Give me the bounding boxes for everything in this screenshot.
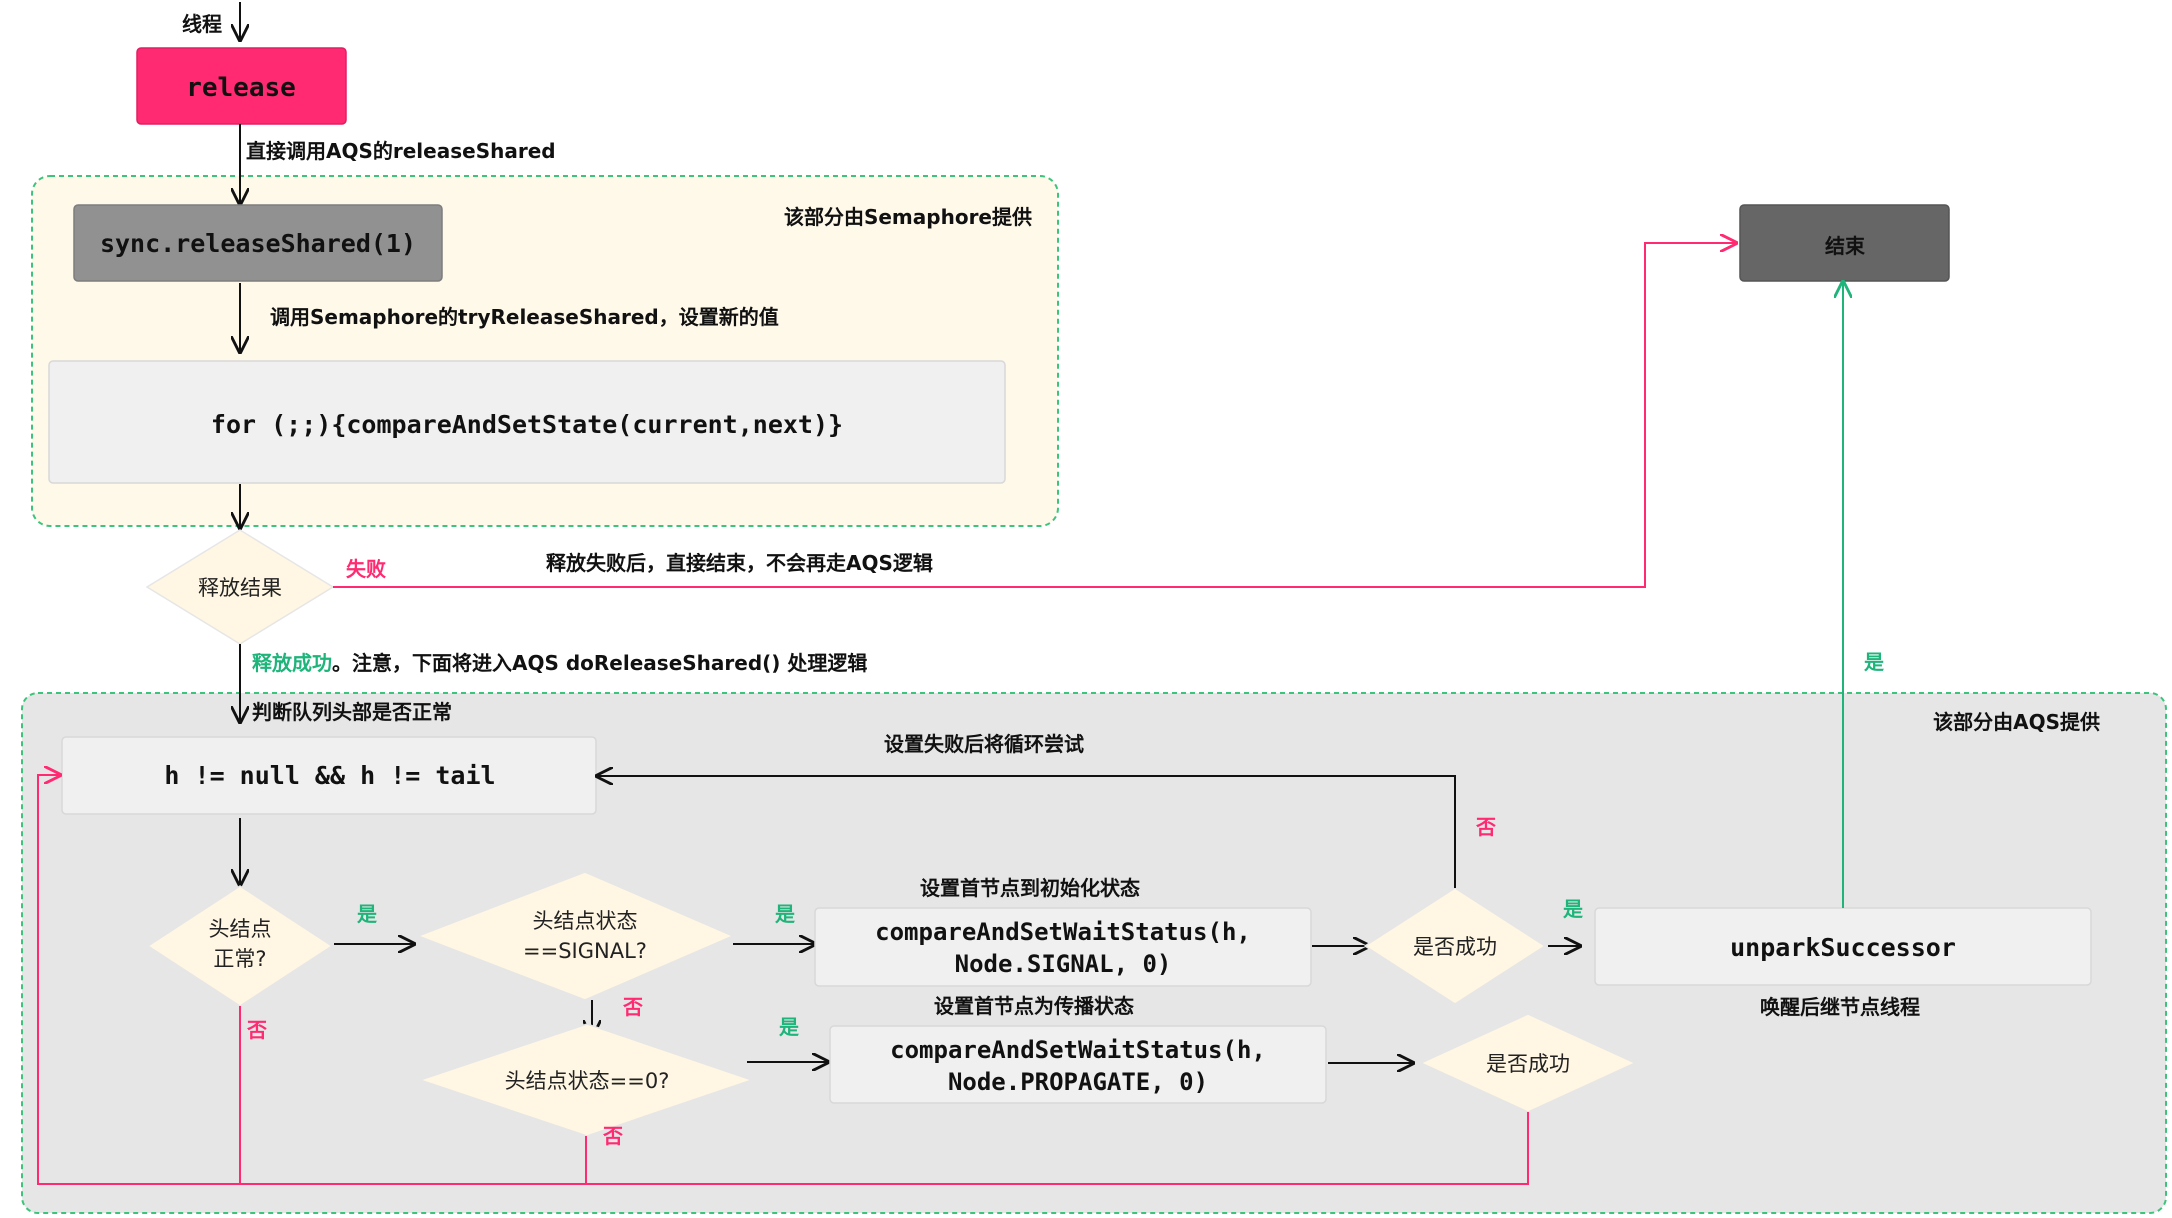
no-4: 否 bbox=[1475, 815, 1496, 839]
thread-label: 线程 bbox=[182, 12, 222, 36]
edge-direct-call: 直接调用AQS的releaseShared bbox=[246, 139, 556, 163]
no-3: 否 bbox=[602, 1124, 623, 1148]
fail-label: 失败 bbox=[346, 557, 386, 581]
cas-signal-line1: compareAndSetWaitStatus(h, bbox=[875, 918, 1251, 946]
zero-check-label: 头结点状态==0? bbox=[505, 1069, 670, 1093]
yes-4: 是 bbox=[1562, 897, 1583, 921]
cas-propagate-line2: Node.PROPAGATE, 0) bbox=[948, 1068, 1208, 1096]
no-1: 否 bbox=[246, 1018, 267, 1042]
signal-line1: 头结点状态 bbox=[533, 909, 638, 933]
fail-path bbox=[333, 243, 1736, 588]
release-result-label: 释放结果 bbox=[198, 576, 282, 600]
release-box bbox=[136, 47, 347, 125]
cas-signal-box bbox=[814, 907, 1312, 987]
sync-release-box bbox=[73, 204, 443, 282]
cas-propagate-box bbox=[829, 1025, 1327, 1104]
no-2: 否 bbox=[622, 995, 643, 1019]
fail-desc: 释放失败后，直接结束，不会再走AQS逻辑 bbox=[546, 551, 933, 575]
unpark-label: unparkSuccessor bbox=[1730, 933, 1956, 962]
head-normal-line2: 正常? bbox=[213, 947, 266, 971]
cas-propagate-line1: compareAndSetWaitStatus(h, bbox=[890, 1036, 1266, 1064]
h-check-label: h != null && h != tail bbox=[164, 761, 495, 790]
success-check-2-label: 是否成功 bbox=[1486, 1052, 1570, 1076]
success-line: 释放成功。注意，下面将进入AQS doReleaseShared() 处理逻辑 bbox=[252, 651, 867, 675]
unpark-desc: 唤醒后继节点线程 bbox=[1760, 995, 1920, 1019]
retry-label: 设置失败后将循环尝试 bbox=[884, 732, 1084, 756]
loop-back-path bbox=[37, 775, 1529, 1185]
yes-2: 是 bbox=[774, 902, 795, 926]
edge-try-release: 调用Semaphore的tryReleaseShared，设置新的值 bbox=[270, 305, 779, 329]
for-loop-label: for (;;){compareAndSetState(current,next… bbox=[211, 410, 843, 439]
judge-head-label: 判断队列头部是否正常 bbox=[252, 700, 452, 724]
set-init-label: 设置首节点到初始化状态 bbox=[920, 876, 1140, 900]
success-check-1-label: 是否成功 bbox=[1413, 935, 1497, 959]
success-label: 释放成功 bbox=[252, 651, 332, 675]
aqs-region-label: 该部分由AQS提供 bbox=[1933, 710, 2100, 734]
signal-line2: ==SIGNAL? bbox=[523, 939, 647, 963]
success-desc: 。注意，下面将进入AQS doReleaseShared() 处理逻辑 bbox=[332, 651, 867, 675]
set-propagate-label: 设置首节点为传播状态 bbox=[934, 994, 1134, 1018]
success-check-1-diamond bbox=[1363, 887, 1547, 1005]
sync-release-label: sync.releaseShared(1) bbox=[100, 229, 416, 258]
yes-3: 是 bbox=[778, 1015, 799, 1039]
signal-diamond bbox=[415, 871, 735, 1001]
semaphore-region-label: 该部分由Semaphore提供 bbox=[784, 205, 1032, 229]
yes-5: 是 bbox=[1863, 650, 1884, 674]
for-loop-box bbox=[48, 360, 1006, 484]
end-label: 结束 bbox=[1825, 234, 1866, 258]
retry-path bbox=[597, 776, 1456, 888]
cas-signal-line2: Node.SIGNAL, 0) bbox=[955, 950, 1172, 978]
head-normal-line1: 头结点 bbox=[209, 917, 272, 941]
release-label: release bbox=[186, 73, 296, 103]
yes-1: 是 bbox=[356, 902, 377, 926]
